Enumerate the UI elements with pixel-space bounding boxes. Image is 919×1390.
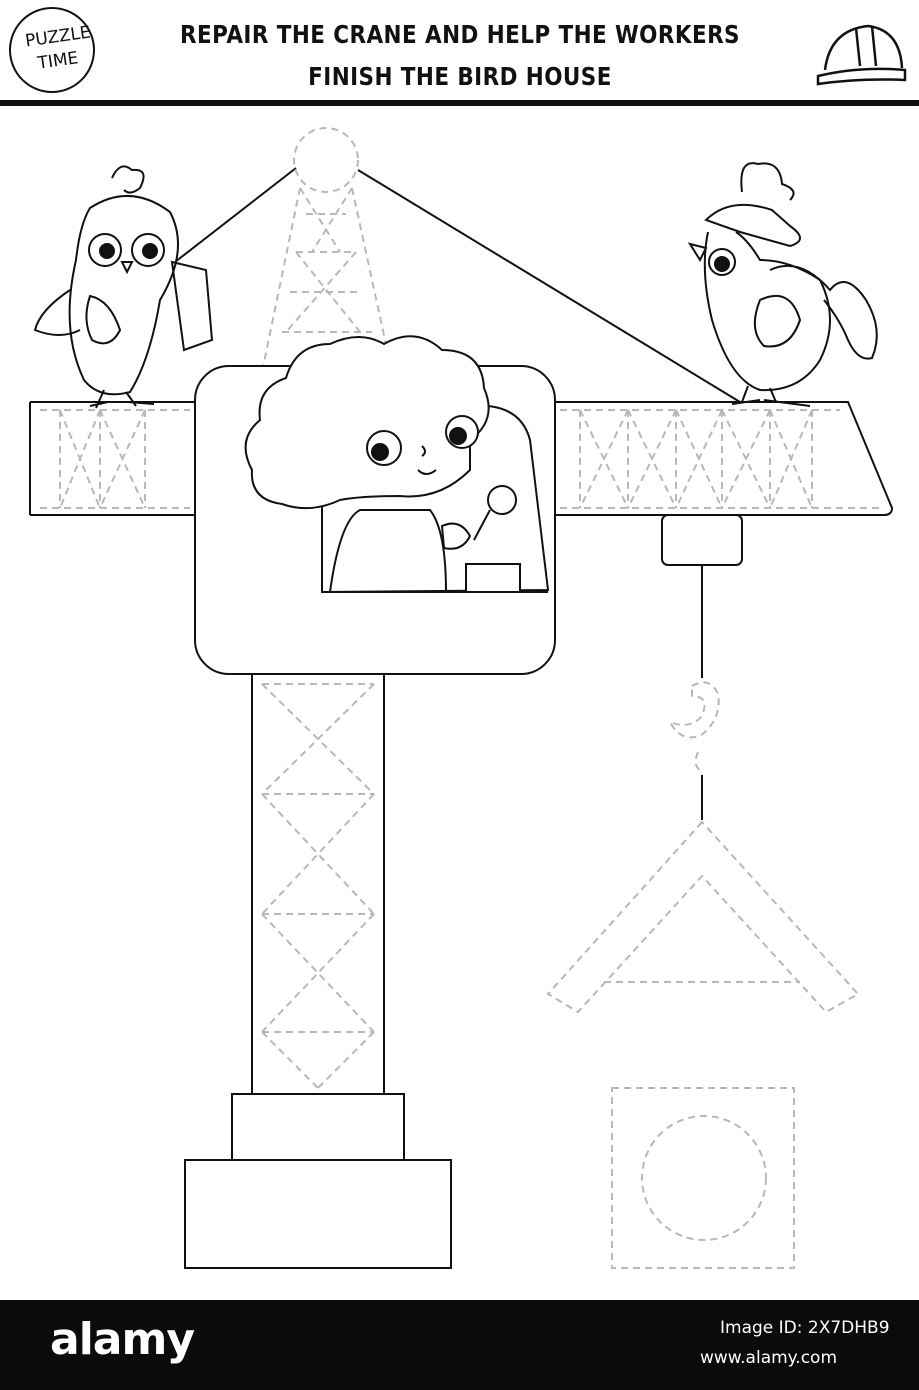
footer-watermark-bar: alamy Image ID: 2X7DHB9 www.alamy.com (0, 1300, 919, 1390)
crane-jib (29, 401, 894, 516)
hook-dashed (667, 681, 720, 773)
crane-top-tower-dashed (261, 127, 393, 373)
footer-brand: alamy (50, 1314, 195, 1365)
header-rule (0, 100, 919, 106)
owl-worker-illustration (33, 165, 214, 409)
crane-operator-illustration (244, 335, 521, 593)
footer-image-id: Image ID: 2X7DHB9 (720, 1318, 890, 1338)
hard-hat-icon (816, 24, 907, 86)
page-title-line-2: FINISH THE BIRD HOUSE (308, 62, 612, 91)
page-title-line-1: REPAIR THE CRANE AND HELP THE WORKERS (180, 20, 740, 49)
birdhouse-body-dashed (611, 1087, 795, 1269)
crane-trolley (661, 514, 743, 820)
crane-tower-mast (251, 673, 385, 1095)
logo-circle-icon (9, 7, 95, 93)
puzzle-time-logo: PUZZLE TIME (6, 4, 98, 96)
crane-cables (174, 167, 741, 403)
crane-illustration (0, 24, 919, 1269)
rooster-worker-illustration (687, 162, 878, 407)
worksheet: PUZZLE TIME REPAIR THE CRANE AND HELP TH… (0, 4, 919, 1269)
crane-base (184, 1093, 452, 1269)
birdhouse-roof-dashed (546, 820, 860, 1014)
footer-site: www.alamy.com (700, 1348, 838, 1368)
